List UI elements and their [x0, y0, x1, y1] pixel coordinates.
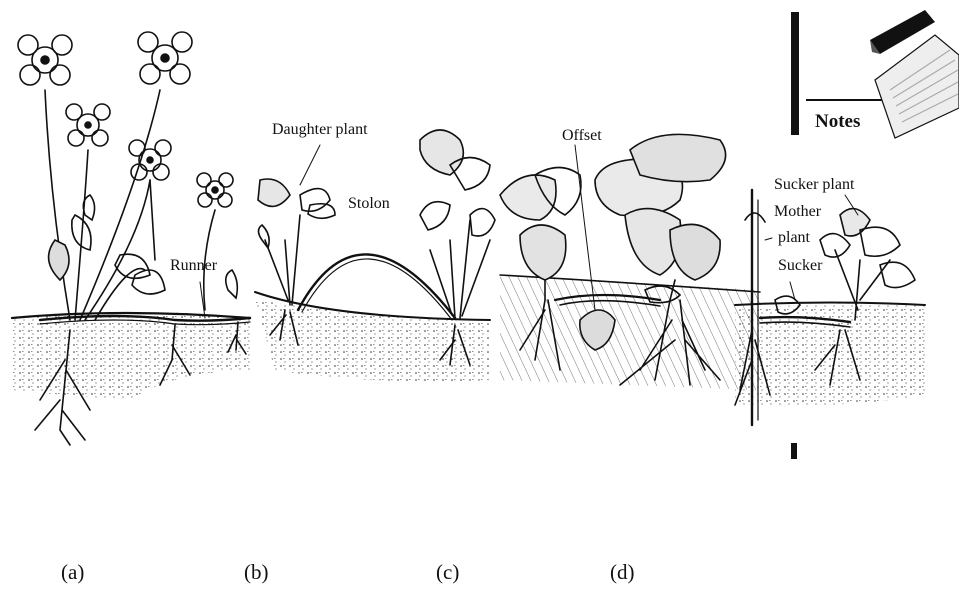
caption-c: (c) [436, 560, 460, 584]
notepad-pencil-icon [870, 10, 959, 139]
runner-plant-drawing [10, 31, 252, 446]
flower-icon [196, 172, 234, 208]
label-daughter-plant: Daughter plant [272, 121, 368, 138]
flower-icon [137, 31, 193, 85]
notes-label: Notes [815, 111, 861, 132]
stolon-plant-drawing [254, 129, 496, 382]
label-sucker-plant: Sucker plant [774, 176, 855, 193]
notes-sidebar [791, 10, 959, 459]
label-offset: Offset [562, 127, 602, 144]
flower-icon [17, 34, 73, 86]
flower-icon [65, 103, 111, 147]
flower-icon [128, 139, 172, 181]
caption-a: (a) [61, 560, 85, 584]
label-mother: Mother [774, 203, 822, 220]
label-runner: Runner [170, 257, 218, 274]
label-stolon: Stolon [348, 195, 390, 212]
caption-d: (d) [610, 560, 635, 584]
label-plant: plant [778, 229, 810, 246]
caption-b: (b) [244, 560, 269, 584]
offset-plant-drawing [499, 133, 761, 390]
sucker-plant-drawing [734, 188, 926, 427]
label-sucker: Sucker [778, 257, 823, 274]
